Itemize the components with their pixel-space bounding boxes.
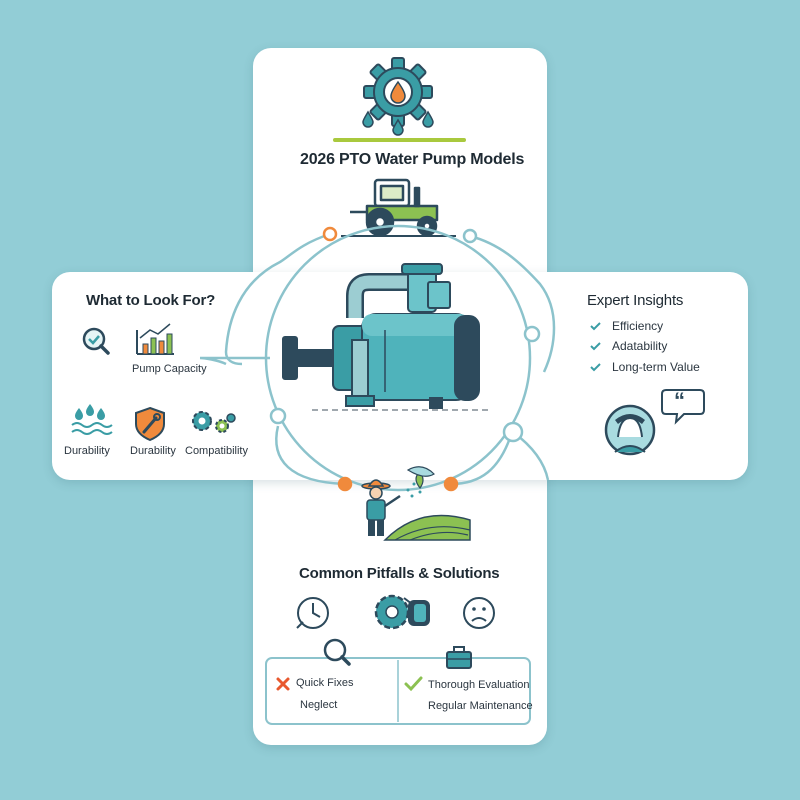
x-mark-icon xyxy=(276,677,290,691)
pitfalls-title: Common Pitfalls & Solutions xyxy=(299,565,500,582)
check-mark-icon xyxy=(404,676,423,692)
connector-lines xyxy=(199,224,556,492)
speech-bubble-icon xyxy=(661,389,705,425)
farmer-irrigation-icon xyxy=(361,466,471,541)
look-for-label-capacity: Pump Capacity xyxy=(132,363,207,375)
look-for-label-durability-1: Durability xyxy=(64,445,110,457)
look-for-title: What to Look For? xyxy=(86,292,216,309)
expert-avatar-icon xyxy=(604,404,656,456)
quote-mark: “ xyxy=(674,388,685,413)
checkmark-icons xyxy=(590,322,601,372)
gears-icon xyxy=(192,411,236,433)
water-drops-icon xyxy=(71,404,113,435)
pitfalls-table-frame xyxy=(265,657,531,725)
clock-icon xyxy=(296,597,329,629)
water-pump-illustration xyxy=(282,263,488,411)
expert-item-value: Long-term Value xyxy=(612,360,700,374)
shield-wrench-icon xyxy=(135,406,165,442)
title-divider xyxy=(333,138,466,142)
pitfall-quick-fixes: Quick Fixes xyxy=(296,677,354,689)
solution-evaluation: Thorough Evaluation xyxy=(428,679,530,691)
expert-item-adaptability: Adatability xyxy=(612,339,668,353)
sad-face-icon xyxy=(463,597,495,629)
magnifier-check-icon xyxy=(82,327,110,355)
pitfall-neglect: Neglect xyxy=(300,699,338,711)
toolbox-icon xyxy=(446,646,472,669)
bar-chart-icon xyxy=(136,323,174,355)
look-for-label-durability-2: Durability xyxy=(130,445,176,457)
connector-nodes xyxy=(269,226,541,492)
solution-maintenance: Regular Maintenance xyxy=(428,700,533,712)
broken-gear-icon xyxy=(374,594,430,630)
gear-drop-icon xyxy=(362,57,434,136)
magnifier-icon xyxy=(323,638,351,666)
look-for-label-compatibility: Compatibility xyxy=(185,445,248,457)
tractor-icon xyxy=(341,178,456,237)
expert-title: Expert Insights xyxy=(587,292,684,309)
expert-item-efficiency: Efficiency xyxy=(612,319,664,333)
page-title: 2026 PTO Water Pump Models xyxy=(300,151,525,168)
